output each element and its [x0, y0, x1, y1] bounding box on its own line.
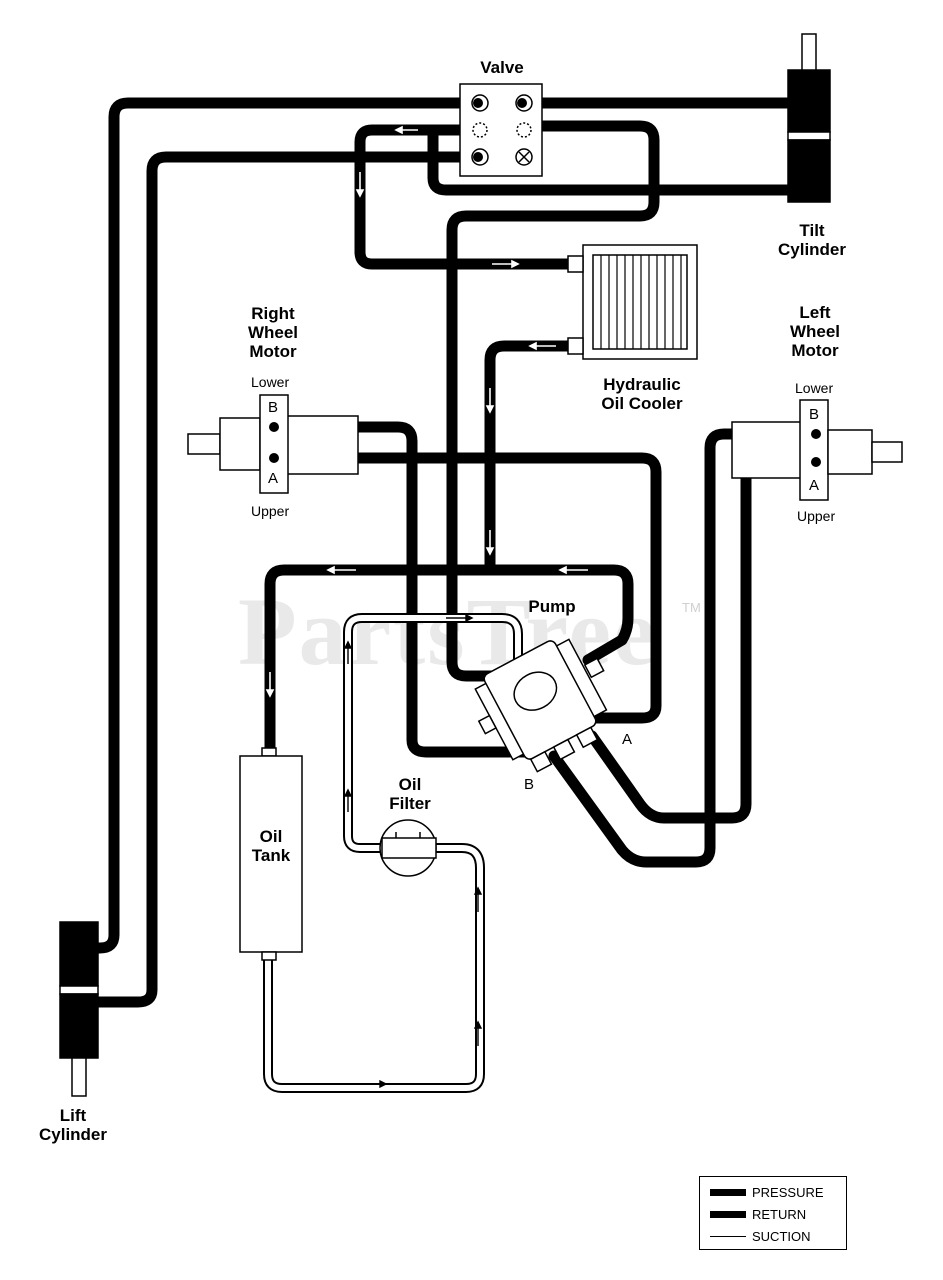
- line-rwm-a-pump: [266, 452, 662, 724]
- pump: [474, 638, 608, 773]
- oil-cooler: [567, 244, 698, 360]
- line-valve-lift-outer: [90, 97, 484, 954]
- tilt-cylinder: [787, 33, 831, 203]
- suction-lines: [263, 613, 523, 1093]
- line-rwm-b-pump: [266, 421, 546, 758]
- line-pump-tank: [264, 564, 634, 758]
- flow-arrows: [265, 125, 588, 698]
- legend-item-pressure: PRESSURE: [710, 1183, 824, 1201]
- label-valve: Valve: [480, 58, 524, 77]
- pressure-return-lines: [90, 97, 824, 1008]
- legend-item-return: RETURN: [710, 1205, 806, 1223]
- legend-swatch-pressure: [710, 1188, 746, 1196]
- label-pump-port-b: B: [524, 776, 535, 793]
- label-right-port-b: B: [268, 399, 279, 416]
- right-wheel-motor: [187, 394, 359, 494]
- label-left-upper: Upper: [797, 508, 836, 524]
- legend-swatch-return: [710, 1210, 746, 1218]
- valve: [459, 83, 543, 177]
- label-right-lower: Lower: [251, 374, 290, 390]
- label-left-lower: Lower: [795, 380, 834, 396]
- legend-swatch-suction: [710, 1235, 746, 1237]
- label-right-wheel-motor: Right Wheel Motor: [247, 304, 299, 361]
- line-valve-lift-inner: [90, 151, 484, 1008]
- label-lift-cylinder: Lift Cylinder: [38, 1106, 108, 1144]
- legend-label-pressure: PRESSURE: [752, 1184, 824, 1200]
- label-hydraulic-oil-cooler: Hydraulic Oil Cooler: [601, 375, 683, 413]
- oil-filter: [379, 819, 437, 877]
- label-left-port-b: B: [809, 406, 820, 423]
- line-pump-lwm-a: [548, 428, 824, 868]
- line-valve-tilt-bottom: [427, 124, 796, 196]
- legend-item-suction: SUCTION: [710, 1227, 811, 1245]
- label-left-wheel-motor: Left Wheel Motor: [789, 303, 841, 360]
- label-oil-tank: Oil Tank: [251, 827, 291, 865]
- line-cooler-pump: [484, 340, 576, 576]
- label-oil-filter: Oil Filter: [389, 775, 431, 813]
- label-pump: Pump: [528, 597, 576, 616]
- left-wheel-motor: [731, 399, 903, 501]
- lift-cylinder: [59, 921, 99, 1097]
- legend-label-return: RETURN: [752, 1206, 807, 1222]
- watermark-tm: TM: [682, 600, 701, 615]
- oil-tank: [239, 747, 303, 961]
- label-right-port-a: A: [268, 470, 279, 487]
- label-pump-port-a: A: [622, 731, 633, 748]
- label-left-port-a: A: [809, 477, 820, 494]
- label-tilt-cylinder: Tilt Cylinder: [777, 221, 847, 259]
- legend-label-suction: SUCTION: [752, 1228, 811, 1244]
- legend: PRESSURE RETURN SUCTION: [699, 1176, 847, 1250]
- label-right-upper: Upper: [251, 503, 290, 519]
- line-pump-valve: [446, 120, 660, 682]
- suction-arrows: [343, 613, 483, 1089]
